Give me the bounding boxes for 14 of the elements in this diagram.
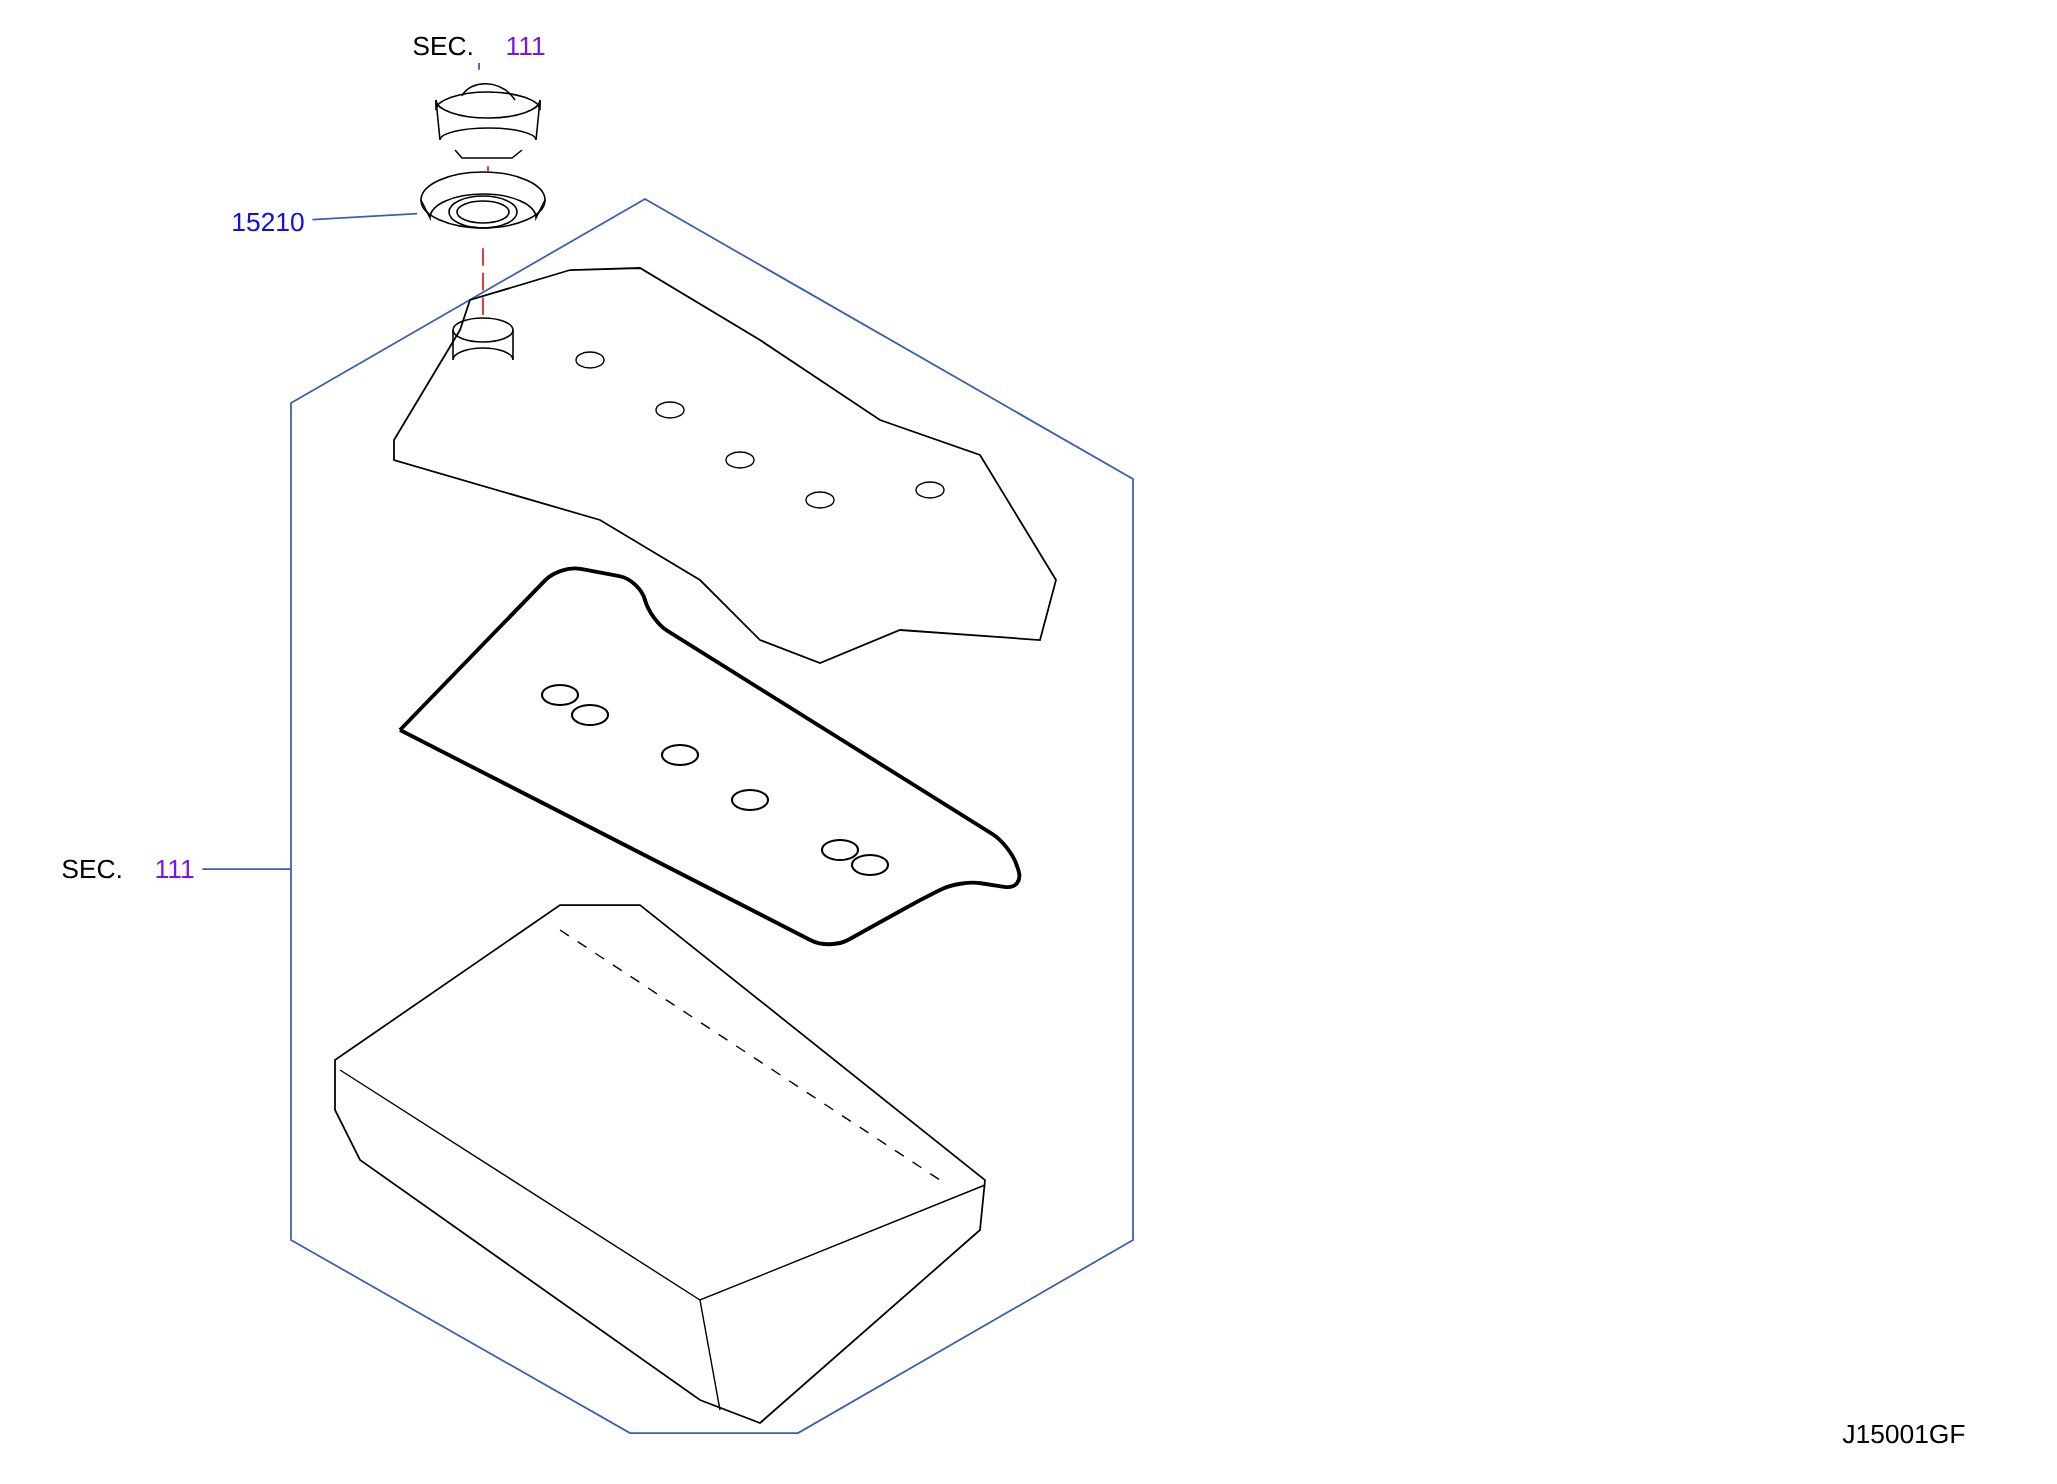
leader-line	[311, 212, 419, 221]
leader-line	[201, 868, 291, 870]
part-number: SEC. 111	[62, 859, 194, 879]
seal-ring-drawing	[420, 171, 546, 229]
cylinder-head-drawing	[334, 904, 986, 1425]
alignment-line	[482, 247, 484, 318]
diagram-code: J15001GF	[1842, 1424, 1965, 1444]
alignment-line	[487, 165, 489, 173]
part-number: SEC. 111	[413, 36, 545, 56]
valve-cover-drawing	[393, 267, 1057, 664]
oil-cap-drawing	[435, 82, 541, 159]
part-number: 15210	[233, 212, 304, 232]
leader-line	[478, 62, 480, 71]
gasket-drawing	[398, 566, 1022, 947]
